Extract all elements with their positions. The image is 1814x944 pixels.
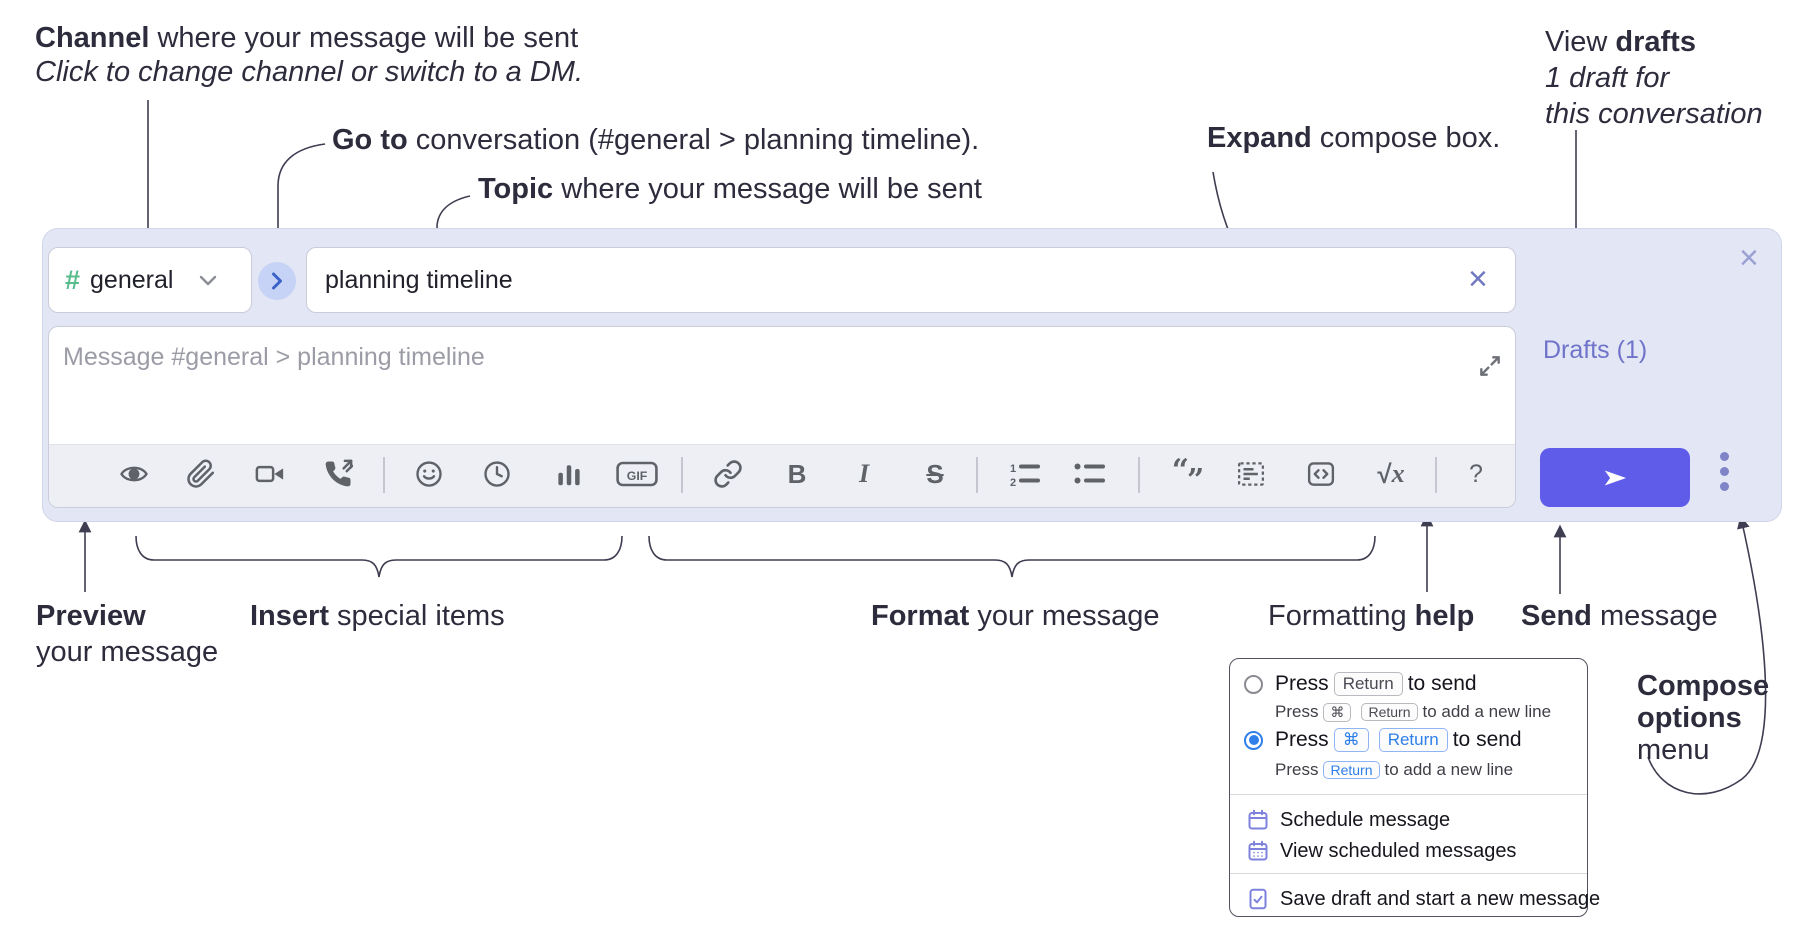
send-option-row-2-sub: Press Return to add a new line	[1275, 760, 1514, 779]
poll-bar-chart-icon[interactable]	[554, 459, 584, 489]
key-return: Return	[1378, 728, 1448, 752]
annotation-drafts-line2: 1 draft for	[1545, 62, 1670, 94]
send-button[interactable]	[1540, 448, 1690, 507]
emoji-icon[interactable]	[414, 459, 444, 489]
compose-options-menu-button[interactable]	[1714, 452, 1734, 491]
annotation-formatting-help: Formatting help	[1268, 600, 1475, 632]
annotation-channel-line2: Click to change channel or switch to a D…	[35, 56, 584, 88]
video-call-icon[interactable]	[255, 459, 285, 489]
annotation-topic: Topic where your message will be sent	[478, 173, 982, 205]
key-return: Return	[1333, 672, 1403, 696]
quote-icon[interactable]: “”	[1164, 453, 1210, 498]
quote-close: ”	[1187, 462, 1204, 498]
annotation-view-drafts: View drafts	[1545, 26, 1696, 58]
drafts-link[interactable]: Drafts (1)	[1543, 336, 1648, 364]
popup-divider	[1230, 873, 1587, 874]
topic-input[interactable]	[323, 264, 1427, 296]
annotation-drafts-line3: this conversation	[1545, 98, 1763, 130]
key-return: Return	[1361, 703, 1418, 721]
channel-hash-icon: #	[65, 264, 81, 295]
compose-toolbar: GIF B I S 1 2	[49, 444, 1515, 507]
annotation-preview-line2: your message	[36, 636, 219, 668]
popup-divider	[1230, 794, 1587, 795]
audio-call-icon[interactable]	[323, 459, 353, 489]
option-text: Press	[1275, 728, 1329, 751]
quote-open: “	[1171, 452, 1189, 488]
formatting-help-icon[interactable]: ?	[1469, 459, 1483, 488]
link-icon[interactable]	[713, 459, 743, 489]
math-icon[interactable]: √x	[1369, 459, 1413, 489]
topic-input-box	[306, 247, 1516, 313]
italic-icon[interactable]: I	[858, 459, 870, 488]
preview-eye-icon[interactable]	[119, 459, 149, 489]
chevron-down-icon	[200, 275, 217, 285]
go-to-conversation-button[interactable]	[258, 262, 296, 300]
menu-item-save-draft[interactable]: Save draft and start a new message	[1230, 885, 1600, 913]
draft-document-icon	[1249, 888, 1267, 910]
math-x: x	[1391, 459, 1405, 488]
annotation-expand: Expand compose box.	[1207, 122, 1501, 154]
option-text: Press	[1275, 672, 1329, 695]
radio-unselected[interactable]	[1244, 674, 1263, 694]
math-root: √	[1377, 458, 1392, 489]
toolbar-divider	[1138, 457, 1140, 493]
send-plane-icon	[1604, 470, 1627, 485]
toolbar-divider	[681, 457, 683, 493]
ol-2: 2	[1010, 477, 1016, 489]
message-panel: GIF B I S 1 2	[48, 326, 1516, 508]
menu-item-view-scheduled[interactable]: View scheduled messages	[1230, 837, 1587, 865]
strikethrough-icon[interactable]: S	[926, 458, 944, 489]
option-text: to send	[1407, 672, 1477, 695]
compose-options-popup: Press Return to send Press ⌘ Return to a…	[1229, 658, 1600, 917]
bulleted-list-icon[interactable]	[1072, 459, 1108, 489]
annotation-goto: Go to conversation (#general > planning …	[332, 124, 980, 156]
numbered-list-icon[interactable]: 1 2	[1007, 459, 1043, 489]
send-option-row-2[interactable]: Press ⌘ Return to send	[1230, 727, 1587, 753]
key-return: Return	[1323, 761, 1380, 779]
chevron-right-icon	[272, 272, 282, 290]
send-option-row-1[interactable]: Press Return to send	[1230, 671, 1587, 697]
topic-clear-icon[interactable]: ×	[1468, 260, 1488, 298]
annotation-format: Format your message	[871, 600, 1160, 632]
bold-icon[interactable]: B	[787, 458, 807, 489]
toolbar-divider	[1435, 457, 1437, 493]
key-cmd: ⌘	[1323, 702, 1352, 722]
annotation-insert: Insert special items	[250, 600, 505, 632]
key-cmd: ⌘	[1333, 728, 1369, 752]
code-icon[interactable]	[1306, 459, 1336, 489]
expand-compose-icon[interactable]	[1477, 353, 1503, 379]
ol-1: 1	[1010, 463, 1016, 475]
menu-item-schedule[interactable]: Schedule message	[1230, 806, 1587, 834]
compose-close-icon[interactable]: ×	[1739, 239, 1759, 277]
gif-label: GIF	[627, 469, 648, 483]
annotation-compose-options-3: menu	[1637, 734, 1710, 766]
annotation-send: Send message	[1521, 600, 1718, 632]
global-time-clock-icon[interactable]	[482, 459, 512, 489]
message-textarea[interactable]	[49, 327, 1515, 444]
calendar-days-icon	[1248, 840, 1268, 861]
send-option-row-1-sub: Press ⌘ Return to add a new line	[1275, 702, 1552, 722]
channel-selector-button[interactable]: # general	[48, 247, 252, 313]
toolbar-divider	[976, 457, 978, 493]
annotation-preview: Preview	[36, 600, 146, 632]
channel-name: general	[90, 265, 174, 294]
radio-selected[interactable]	[1244, 730, 1263, 750]
spoiler-icon[interactable]	[1236, 459, 1266, 489]
calendar-icon	[1248, 809, 1268, 830]
gif-icon[interactable]: GIF	[615, 459, 659, 489]
annotation-compose-options-1: Compose	[1637, 670, 1770, 702]
option-text: to send	[1452, 728, 1522, 751]
attach-paperclip-icon[interactable]	[186, 459, 216, 489]
annotation-compose-options-2: options	[1637, 702, 1742, 734]
toolbar-divider	[383, 457, 385, 493]
annotation-channel: Channel where your message will be sent	[35, 22, 579, 54]
